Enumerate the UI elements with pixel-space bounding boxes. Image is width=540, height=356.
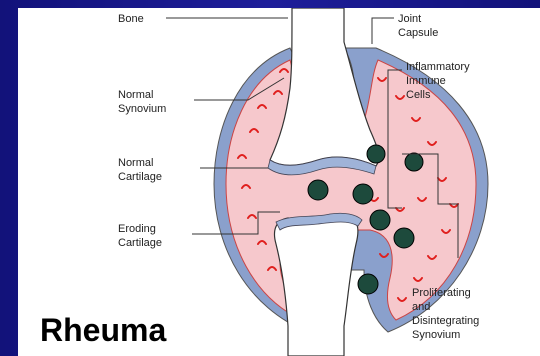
immune-cell	[353, 184, 373, 204]
label-inflammatory-1: Inflammatory	[406, 61, 470, 73]
label-normal-synovium-1: Normal	[118, 89, 153, 101]
label-inflammatory-2: Immune	[406, 75, 446, 87]
diagram-panel: Bone Normal Synovium Normal Cartilage Er…	[18, 8, 540, 356]
slide-caption: Rheuma	[40, 312, 166, 348]
label-eroding-cartilage-2: Cartilage	[118, 237, 162, 249]
label-joint-capsule-2: Capsule	[398, 27, 438, 39]
immune-cell	[308, 180, 328, 200]
immune-cell	[405, 153, 423, 171]
label-proliferating-2: and	[412, 301, 430, 313]
label-normal-cartilage-2: Cartilage	[118, 171, 162, 183]
label-normal-synovium-2: Synovium	[118, 103, 166, 115]
immune-cell	[370, 210, 390, 230]
label-joint-capsule-1: Joint	[398, 13, 421, 25]
immune-cell	[367, 145, 385, 163]
joint-diagram: Bone Normal Synovium Normal Cartilage Er…	[18, 8, 540, 356]
lower-bone	[275, 218, 358, 356]
label-inflammatory-3: Cells	[406, 89, 431, 101]
label-bone: Bone	[118, 13, 144, 25]
label-proliferating-3: Disintegrating	[412, 315, 479, 327]
label-eroding-cartilage-1: Eroding	[118, 223, 156, 235]
label-proliferating-4: Synovium	[412, 329, 460, 341]
immune-cell	[394, 228, 414, 248]
label-proliferating-1: Proliferating	[412, 287, 471, 299]
label-normal-cartilage-1: Normal	[118, 157, 153, 169]
immune-cell	[358, 274, 378, 294]
